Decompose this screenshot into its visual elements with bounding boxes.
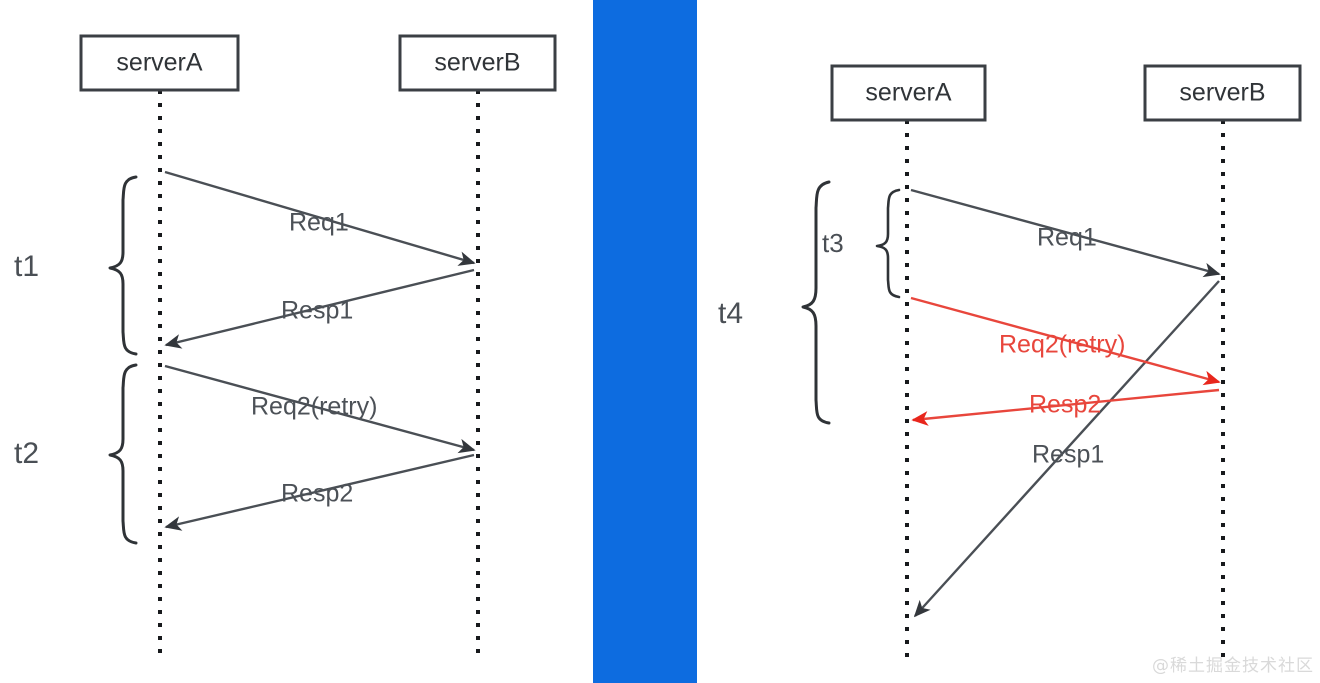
message-arrow-req1-left bbox=[164, 170, 476, 266]
message-label-req2-right: Req2(retry) bbox=[999, 331, 1125, 359]
brace-label-t4: t4 bbox=[718, 297, 743, 330]
message-arrow-resp1-left bbox=[164, 268, 475, 349]
message-arrow-req2-right bbox=[910, 296, 1221, 386]
participant-label-serverA-left: serverA bbox=[116, 49, 202, 77]
watermark-text: @稀土掘金技术社区 bbox=[1152, 656, 1314, 676]
brace-label-t2: t2 bbox=[14, 437, 39, 470]
message-label-resp2-right: Resp2 bbox=[1029, 391, 1101, 419]
message-label-req1-left: Req1 bbox=[289, 209, 349, 237]
participant-label-serverB-left: serverB bbox=[434, 49, 520, 77]
message-label-resp2-left: Resp2 bbox=[281, 480, 353, 508]
participant-box-serverA-left[interactable] bbox=[79, 34, 240, 92]
participant-box-serverB-left[interactable] bbox=[398, 34, 557, 92]
right-panel-group: serverA serverB Req1 Req2(retry) Resp2 R… bbox=[718, 64, 1302, 660]
brace-t3 bbox=[875, 188, 901, 299]
participant-box-serverB-right[interactable] bbox=[1143, 64, 1302, 122]
participant-label-serverA-right: serverA bbox=[865, 79, 951, 107]
brace-label-t3: t3 bbox=[822, 228, 844, 258]
participant-box-serverA-right[interactable] bbox=[830, 64, 987, 122]
message-arrow-req1-right bbox=[910, 188, 1221, 278]
brace-t2 bbox=[108, 363, 138, 545]
brace-label-t1: t1 bbox=[14, 250, 39, 283]
brace-t1 bbox=[108, 175, 138, 356]
message-label-resp1-left: Resp1 bbox=[281, 297, 353, 325]
message-arrow-resp2-left bbox=[164, 453, 475, 531]
left-panel-group: serverA serverB Req1 Resp1 Req2(retry) R… bbox=[14, 34, 557, 660]
brace-t4 bbox=[801, 180, 831, 425]
blue-divider-bar bbox=[593, 0, 697, 683]
message-arrow-req2-left bbox=[164, 364, 476, 454]
message-label-req1-right: Req1 bbox=[1037, 224, 1097, 252]
message-label-resp1-right: Resp1 bbox=[1032, 441, 1104, 469]
message-arrow-resp1-right bbox=[913, 280, 1220, 618]
message-arrow-resp2-right bbox=[911, 388, 1220, 426]
message-label-req2-left: Req2(retry) bbox=[251, 393, 377, 421]
participant-label-serverB-right: serverB bbox=[1179, 79, 1265, 107]
